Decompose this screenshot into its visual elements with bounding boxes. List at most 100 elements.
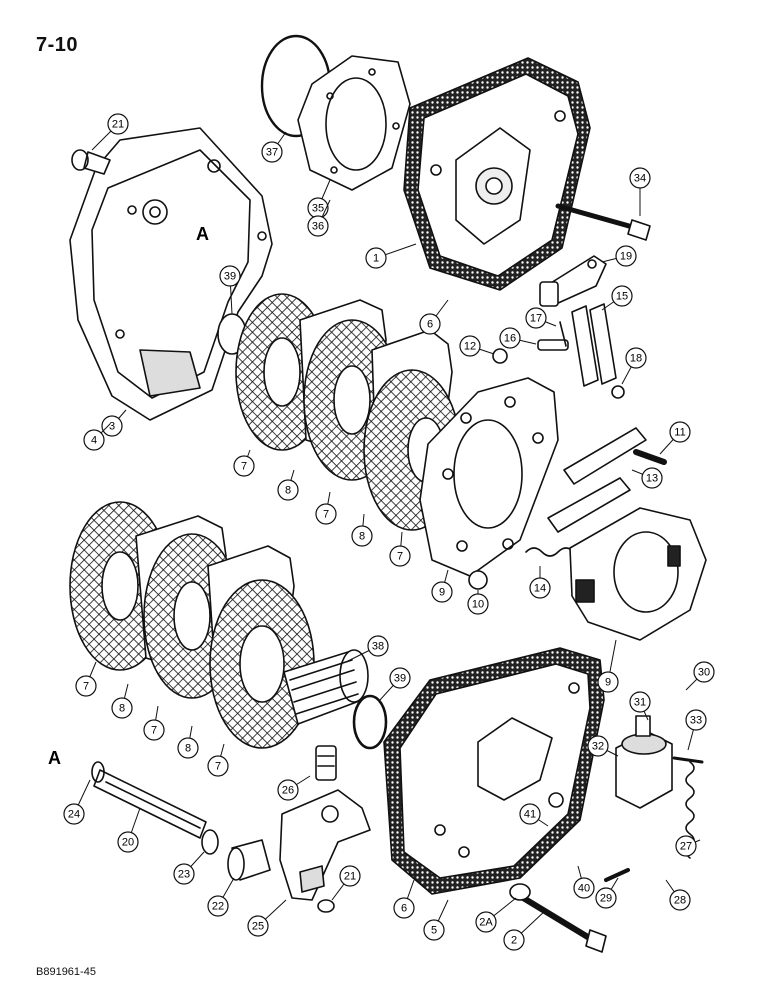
callout-number: 17 bbox=[530, 313, 542, 325]
callout-circle bbox=[669, 889, 691, 911]
callout-p9a: 9 bbox=[431, 569, 453, 603]
callout-number: 5 bbox=[431, 925, 437, 937]
callout-number: 21 bbox=[112, 119, 124, 131]
callout-p9b: 9 bbox=[597, 639, 619, 693]
callout-circle bbox=[629, 691, 651, 713]
callout-number: 39 bbox=[224, 271, 236, 283]
callout-p35: 35 bbox=[307, 179, 331, 219]
callout-number: 36 bbox=[312, 221, 324, 233]
callout-p18: 18 bbox=[621, 347, 647, 385]
callout-p37: 37 bbox=[261, 131, 287, 163]
callout-circle bbox=[611, 285, 633, 307]
callout-p24: 24 bbox=[63, 779, 91, 825]
callout-number: 4 bbox=[91, 435, 97, 447]
callout-circle bbox=[615, 245, 637, 267]
callout-p17: 17 bbox=[525, 307, 557, 329]
callout-p39b: 39 bbox=[379, 667, 411, 701]
callout-number: 41 bbox=[524, 809, 536, 821]
callout-circle bbox=[365, 247, 387, 269]
callout-p7c: 7 bbox=[389, 531, 411, 567]
callout-number: 35 bbox=[312, 203, 324, 215]
callout-circle bbox=[111, 697, 133, 719]
callout-p1: 1 bbox=[365, 243, 417, 269]
retaining-clip-upper bbox=[71, 149, 89, 171]
screw-small bbox=[672, 756, 704, 764]
callout-p32: 32 bbox=[587, 735, 619, 757]
callout-number: 6 bbox=[427, 319, 433, 331]
brake-switch bbox=[615, 715, 673, 809]
callout-number: 7 bbox=[323, 509, 329, 521]
callout-number: 34 bbox=[634, 173, 646, 185]
callout-circle bbox=[529, 577, 551, 599]
callout-circle bbox=[101, 415, 123, 437]
callout-circle bbox=[525, 307, 547, 329]
callout-circle bbox=[423, 919, 445, 941]
callout-p25: 25 bbox=[247, 899, 287, 937]
callout-p13: 13 bbox=[631, 467, 663, 489]
callout-circle bbox=[207, 755, 229, 777]
view-label-a-upper: A bbox=[196, 224, 209, 244]
callout-number: 32 bbox=[592, 741, 604, 753]
callout-circle bbox=[503, 929, 525, 951]
callout-circle bbox=[625, 347, 647, 369]
callout-p22: 22 bbox=[207, 877, 235, 917]
callout-circle bbox=[75, 675, 97, 697]
lock-nut bbox=[492, 348, 508, 364]
callout-circle bbox=[669, 421, 691, 443]
callout-p38: 38 bbox=[345, 635, 389, 663]
callout-p15: 15 bbox=[601, 285, 633, 311]
callout-number: 12 bbox=[464, 341, 476, 353]
callout-number: 16 bbox=[504, 333, 516, 345]
callout-p8a: 8 bbox=[277, 469, 299, 501]
callout-p7a: 7 bbox=[233, 449, 255, 477]
callout-circle bbox=[431, 581, 453, 603]
callout-p7d: 7 bbox=[75, 661, 97, 697]
callout-number: 26 bbox=[282, 785, 294, 797]
callout-number: 9 bbox=[439, 587, 445, 599]
callout-number: 7 bbox=[151, 725, 157, 737]
link-plates bbox=[571, 303, 617, 387]
callout-p4: 4 bbox=[83, 423, 111, 451]
drawing-code: B891961-45 bbox=[36, 966, 96, 978]
callout-circle bbox=[277, 479, 299, 501]
callout-circle bbox=[693, 661, 715, 683]
callout-circle bbox=[419, 313, 441, 335]
steel-ball bbox=[468, 570, 488, 590]
callout-circle bbox=[315, 503, 337, 525]
callout-p3: 3 bbox=[101, 409, 127, 437]
washer bbox=[611, 385, 625, 399]
callout-number: 40 bbox=[578, 883, 590, 895]
callout-p2: 2 bbox=[503, 909, 547, 951]
o-ring-lower bbox=[352, 694, 388, 750]
callout-circle bbox=[393, 897, 415, 919]
callout-number: 29 bbox=[600, 893, 612, 905]
callout-circle bbox=[595, 887, 617, 909]
screw-lower bbox=[604, 868, 630, 882]
callout-p29: 29 bbox=[595, 877, 619, 909]
callout-p33: 33 bbox=[685, 709, 707, 751]
callout-number: 15 bbox=[616, 291, 628, 303]
callout-number: 10 bbox=[472, 599, 484, 611]
callout-number: 2 bbox=[511, 935, 517, 947]
callout-number: 27 bbox=[680, 841, 692, 853]
callout-number: 31 bbox=[634, 697, 646, 709]
actuating-lever bbox=[539, 255, 607, 307]
callout-p16: 16 bbox=[499, 327, 537, 349]
adjusting-bolt bbox=[509, 883, 607, 953]
callout-number: 37 bbox=[266, 147, 278, 159]
callout-number: 39 bbox=[394, 673, 406, 685]
callout-number: 19 bbox=[620, 251, 632, 263]
callout-number: 14 bbox=[534, 583, 546, 595]
callout-circle bbox=[519, 803, 541, 825]
top-cover bbox=[403, 57, 591, 291]
pressure-plate-upper bbox=[419, 377, 559, 577]
callout-circle bbox=[675, 835, 697, 857]
callout-circle bbox=[63, 803, 85, 825]
callout-circle bbox=[233, 455, 255, 477]
callout-circle bbox=[389, 545, 411, 567]
callout-circle bbox=[389, 667, 411, 689]
callout-number: 11 bbox=[674, 427, 685, 439]
callout-number: 8 bbox=[359, 531, 365, 543]
callout-number: 22 bbox=[212, 901, 224, 913]
